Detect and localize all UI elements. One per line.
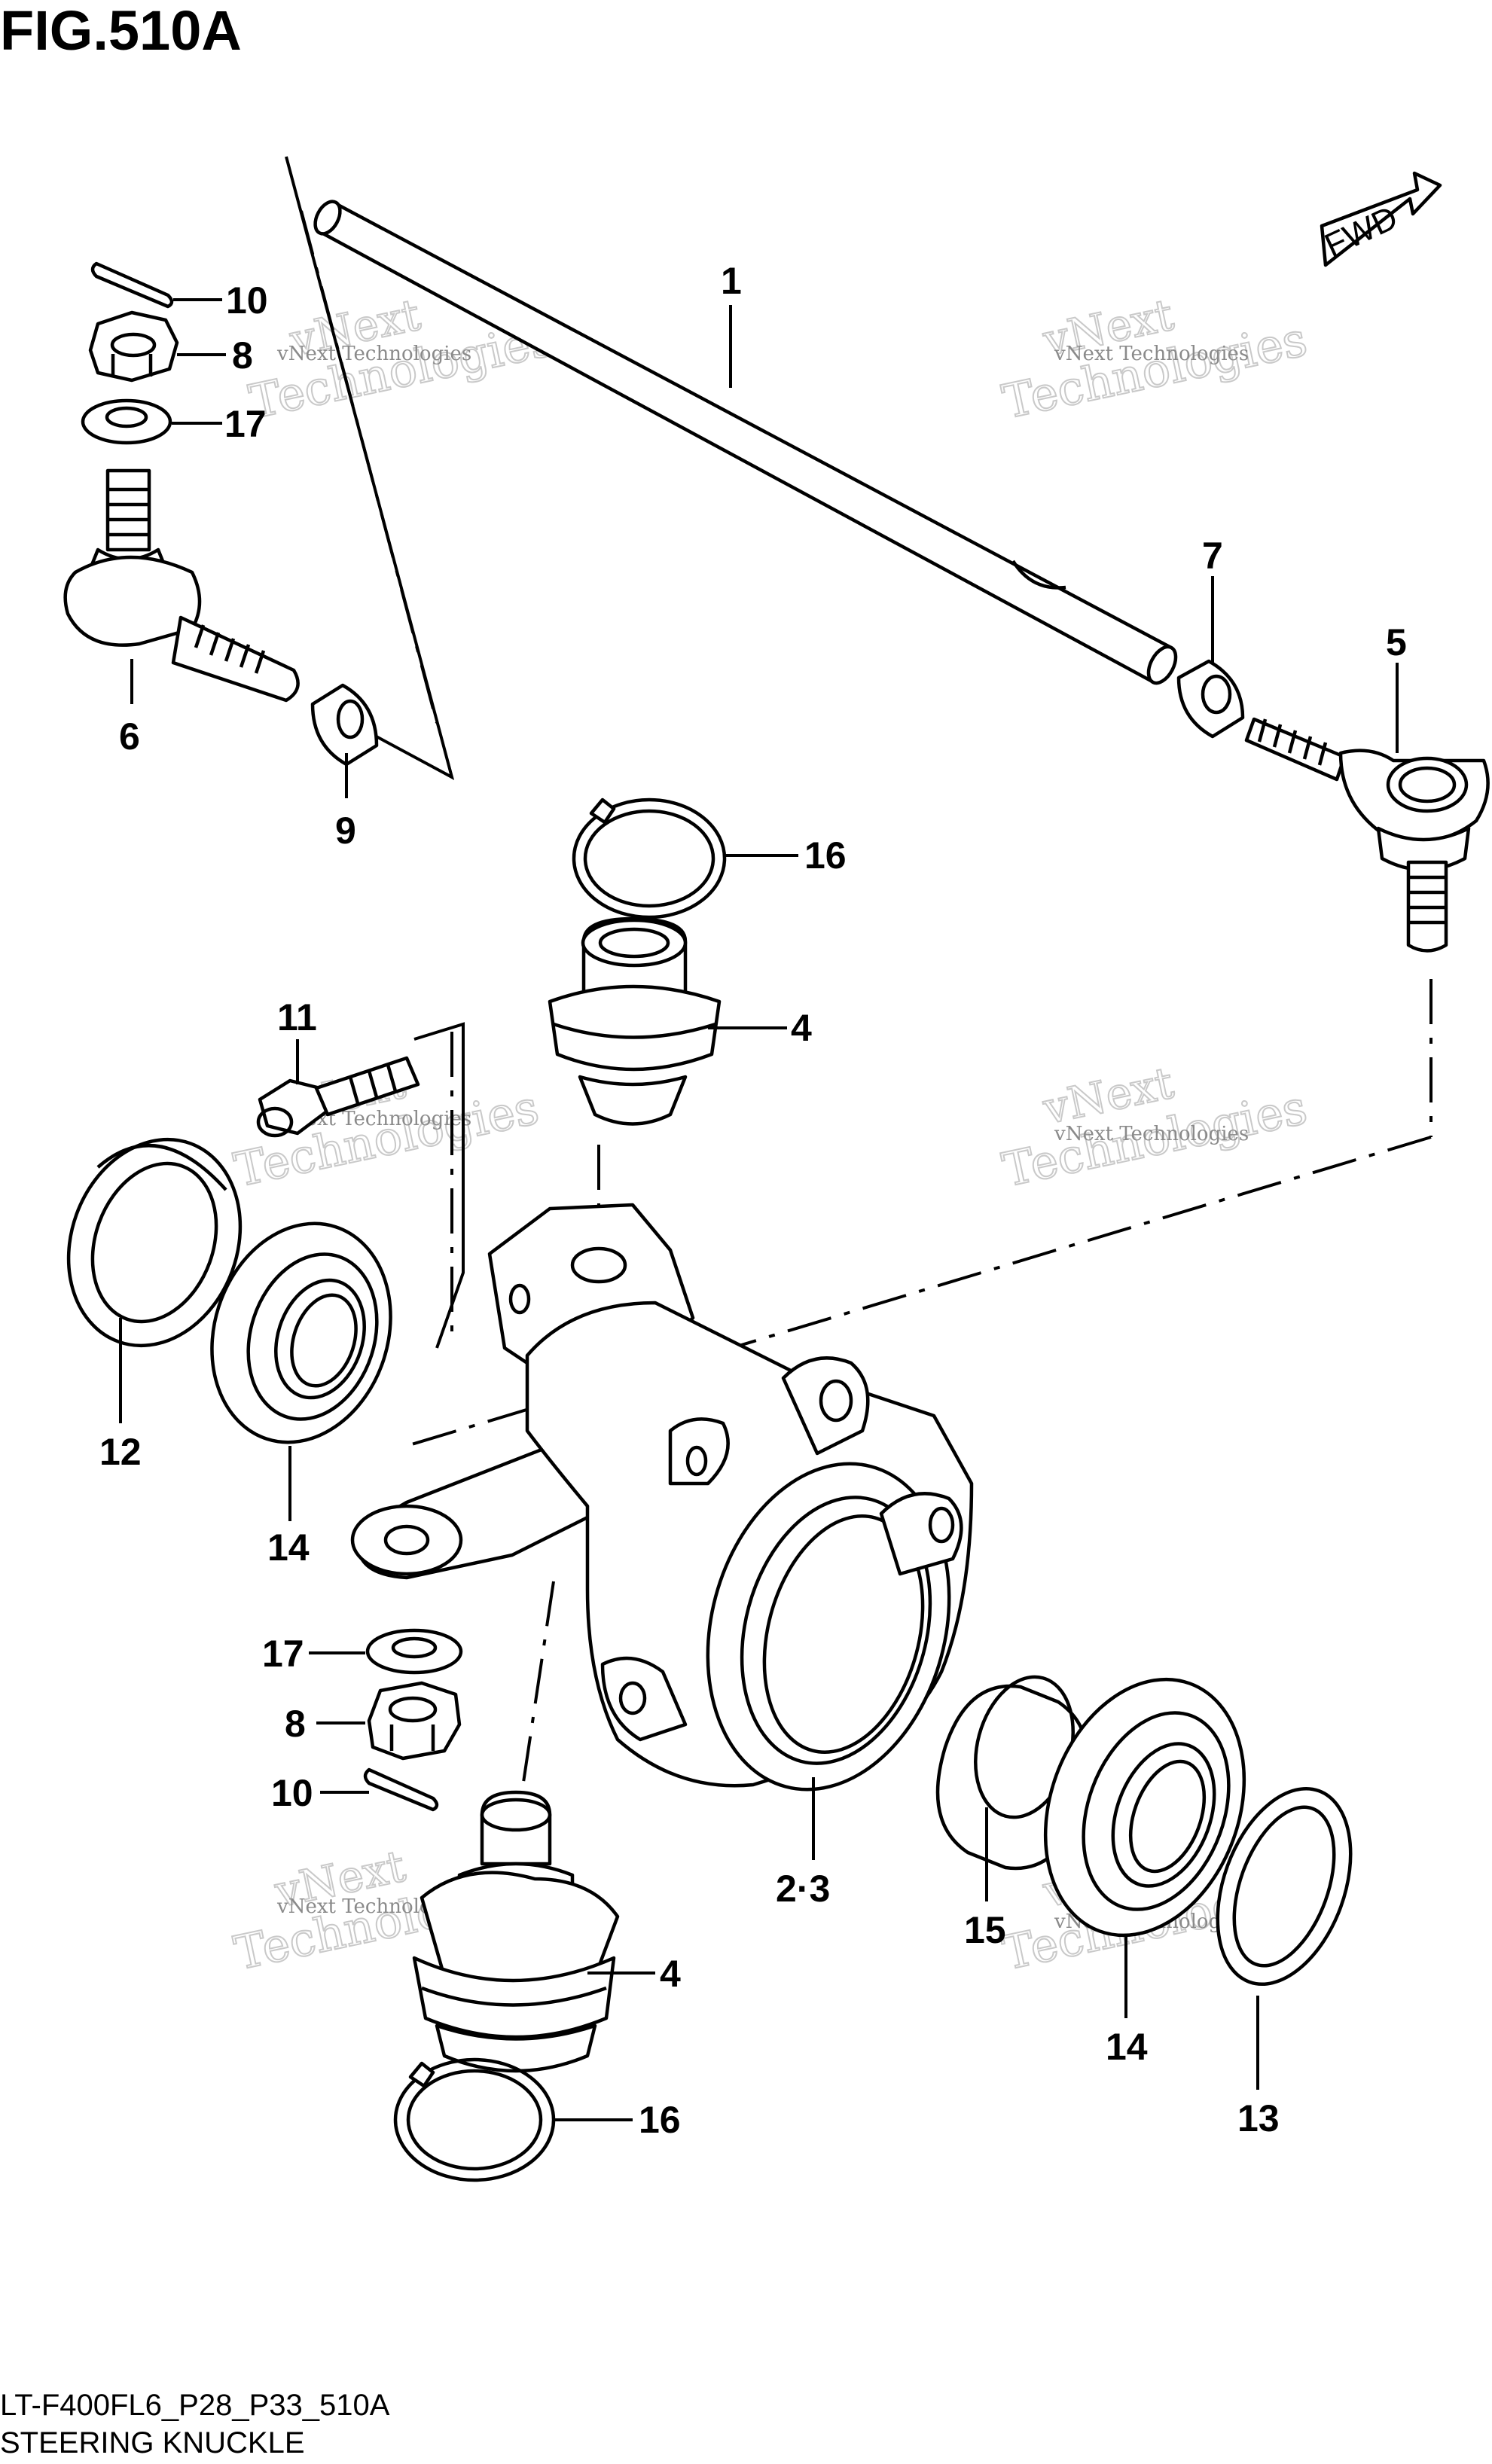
callout-12: 12 (99, 1431, 142, 1473)
oil-seal-left-part (66, 1137, 243, 1348)
bearing-left-part (210, 1221, 392, 1444)
fwd-label: FWD (1320, 199, 1404, 264)
callouts: 1 10 8 17 6 9 7 5 16 4 11 12 14 17 8 10 … (99, 260, 1407, 2141)
dash-line-4-lower (518, 1581, 555, 1808)
circlip-lower-part (393, 2057, 556, 2182)
bearing-right-part (1043, 1677, 1246, 1938)
callout-9: 9 (335, 810, 356, 852)
callout-7: 7 (1202, 535, 1223, 577)
circlip-part (572, 797, 727, 919)
callout-17-upper: 17 (224, 403, 267, 445)
callout-6: 6 (119, 715, 140, 758)
callout-2-3: 2·3 (776, 1868, 830, 1910)
cotter-pin-part (90, 261, 174, 309)
svg-text:vNext Technologies: vNext Technologies (276, 343, 471, 365)
leader-lines (119, 298, 1399, 2121)
cotter-pin-lower-part (363, 1767, 439, 1812)
svg-text:vNext Technologies: vNext Technologies (1054, 1123, 1249, 1145)
callout-13: 13 (1237, 2097, 1280, 2139)
oil-seal-right-part (1216, 1786, 1353, 1987)
dash-line-upper (300, 210, 438, 724)
ball-joint-lower-part (412, 1790, 620, 2073)
callout-16-lower: 16 (639, 2099, 681, 2141)
tie-rod-end-left-part (63, 468, 300, 703)
lock-nut-part (1176, 659, 1245, 739)
callout-11: 11 (277, 996, 317, 1038)
callout-15: 15 (964, 1909, 1006, 1951)
callout-16-upper: 16 (804, 834, 847, 877)
washer-lower-part (365, 1628, 463, 1675)
callout-5: 5 (1386, 621, 1407, 663)
callout-17-lower: 17 (262, 1633, 304, 1675)
tie-rod-part (313, 200, 1178, 685)
footer-name: STEERING KNUCKLE (0, 2426, 305, 2459)
callout-14-left: 14 (267, 1526, 310, 1569)
svg-text:vNext Technologies: vNext Technologies (1054, 343, 1249, 365)
bolt-part (256, 1056, 420, 1138)
tie-rod-end-right-part (1244, 717, 1490, 953)
callout-10-upper: 10 (226, 279, 268, 322)
castle-nut-part (88, 310, 179, 383)
fwd-arrow-icon: FWD (1320, 171, 1442, 267)
callout-4-lower: 4 (660, 1953, 681, 1995)
footer-code: LT-F400FL6_P28_P33_510A (0, 2389, 390, 2422)
callout-1: 1 (721, 260, 742, 302)
washer-part (81, 398, 172, 445)
figure-title: FIG.510A (0, 0, 242, 62)
callout-10-lower: 10 (271, 1772, 313, 1814)
castle-nut-lower-part (367, 1681, 462, 1761)
steering-knuckle-part (350, 1203, 974, 1792)
ball-joint-upper-part (548, 916, 722, 1126)
callout-4-upper: 4 (791, 1007, 812, 1049)
callout-8-upper: 8 (232, 334, 253, 377)
group-bracket-bolt (413, 1022, 465, 1349)
lock-nut-left-part (310, 683, 379, 767)
callout-14-right: 14 (1106, 2026, 1148, 2068)
callout-8-lower: 8 (285, 1703, 306, 1745)
